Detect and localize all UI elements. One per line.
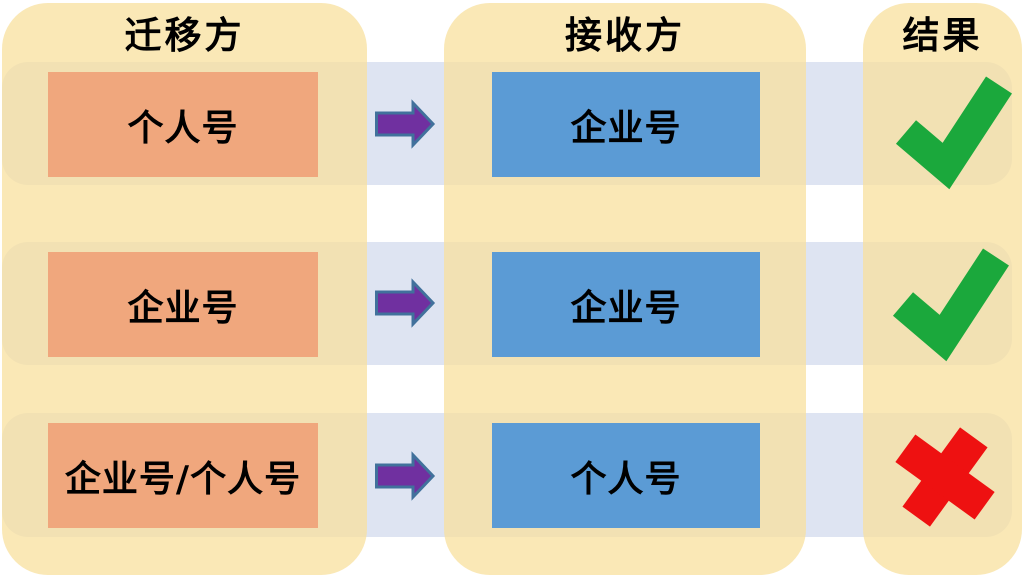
right-arrow-icon bbox=[375, 99, 436, 149]
source-box: 企业号 bbox=[48, 252, 318, 357]
column-header-source: 迁移方 bbox=[124, 14, 245, 57]
source-box: 个人号 bbox=[48, 72, 318, 177]
column-header-result: 结果 bbox=[902, 14, 983, 57]
target-box: 企业号 bbox=[492, 72, 760, 177]
checkmark-icon bbox=[892, 248, 1009, 362]
target-box: 企业号 bbox=[492, 252, 760, 357]
source-box: 企业号/个人号 bbox=[48, 423, 318, 528]
right-arrow-icon bbox=[375, 278, 436, 328]
target-box: 个人号 bbox=[492, 423, 760, 528]
checkmark-icon bbox=[895, 76, 1012, 190]
cross-icon bbox=[895, 427, 995, 527]
column-header-target: 接收方 bbox=[565, 14, 685, 57]
right-arrow-icon bbox=[375, 451, 436, 501]
